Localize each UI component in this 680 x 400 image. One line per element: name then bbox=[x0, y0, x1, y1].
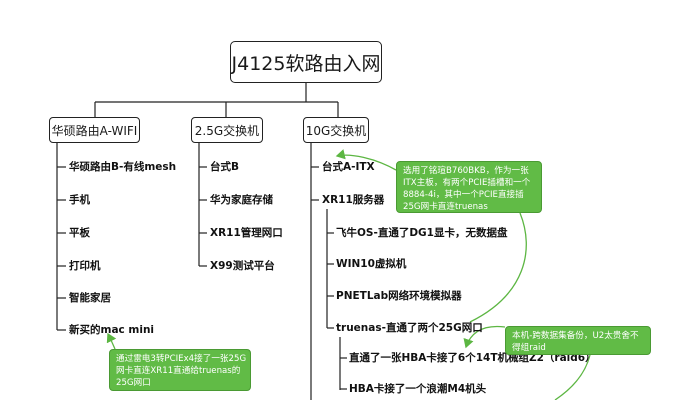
note-mac-line-1: 通过雷电3转PCIEx4接了一张25G bbox=[116, 354, 247, 364]
item-25g-xr11-mgmt: XR11管理网口 bbox=[210, 227, 283, 239]
note-itx-curve bbox=[469, 212, 527, 323]
category-25g-switch: 2.5G交换机 bbox=[191, 117, 263, 143]
item-wifi-phone: 手机 bbox=[69, 194, 90, 206]
note-itx-line-1: 选用了铭瑄B760BKB，作为一张 bbox=[403, 166, 529, 176]
note-itx-line-4: 25G网卡直连truenas bbox=[403, 202, 488, 212]
item-xr11-truenas: truenas-直通了两个25G网口 bbox=[336, 322, 483, 334]
note-mac-line-3: 25G网口 bbox=[116, 378, 151, 388]
item-10g-xr11-server: XR11服务器 bbox=[322, 194, 385, 206]
note-raid-line-1: 本机-跨数据集备份，U2太贵舍不 bbox=[512, 331, 639, 341]
category-10g-switch: 10G交换机 bbox=[303, 117, 369, 143]
note-itx-arrow bbox=[335, 149, 397, 171]
note-itx-line-3: 8884-4i，其中一个PCIE直接插 bbox=[403, 190, 524, 200]
note-raid-backup: 本机-跨数据集备份，U2太贵舍不 得组raid bbox=[505, 326, 651, 355]
item-wifi-printer: 打印机 bbox=[69, 260, 101, 272]
note-mac-line-2: 网卡直连XR11直通给truenas的 bbox=[116, 366, 241, 376]
note-raid-line-2: 得组raid bbox=[512, 343, 546, 353]
note-mac-arrow bbox=[106, 332, 117, 350]
note-itx-line-2: ITX主板，有两个PCIE插槽和一个 bbox=[403, 178, 531, 188]
item-25g-desktop-b: 台式B bbox=[210, 161, 240, 173]
note-raid-tail bbox=[554, 354, 591, 400]
item-wifi-mac-mini: 新买的mac mini bbox=[69, 324, 155, 336]
item-25g-x99: X99测试平台 bbox=[210, 260, 275, 272]
note-mac-thunderbolt: 通过雷电3转PCIEx4接了一张25G 网卡直连XR11直通给truenas的 … bbox=[109, 349, 251, 391]
item-wifi-mesh-router: 华硕路由B-有线mesh bbox=[69, 161, 177, 173]
item-truenas-hba-raid: 直通了一张HBA卡接了6个14T机械组Z2（raid6） bbox=[349, 352, 596, 364]
item-25g-huawei-storage: 华为家庭存储 bbox=[210, 194, 273, 206]
note-itx-board: 选用了铭瑄B760BKB，作为一张 ITX主板，有两个PCIE插槽和一个 888… bbox=[396, 161, 542, 213]
item-wifi-smart-home: 智能家居 bbox=[69, 292, 111, 304]
root-node: J4125软路由入网 bbox=[230, 41, 382, 83]
category-wifi-router: 华硕路由A-WIFI bbox=[49, 117, 140, 143]
item-10g-desktop-a: 台式A-ITX bbox=[322, 161, 375, 173]
note-raid-arrow bbox=[463, 325, 506, 349]
item-xr11-win10: WIN10虚拟机 bbox=[336, 258, 407, 270]
item-xr11-pnetlab: PNETLab网络环境模拟器 bbox=[336, 290, 462, 302]
item-truenas-hba-m4: HBA卡接了一个浪潮M4机头 bbox=[349, 383, 487, 395]
item-xr11-fnos: 飞牛OS-直通了DG1显卡，无数据盘 bbox=[336, 227, 508, 239]
item-wifi-tablet: 平板 bbox=[69, 227, 90, 239]
